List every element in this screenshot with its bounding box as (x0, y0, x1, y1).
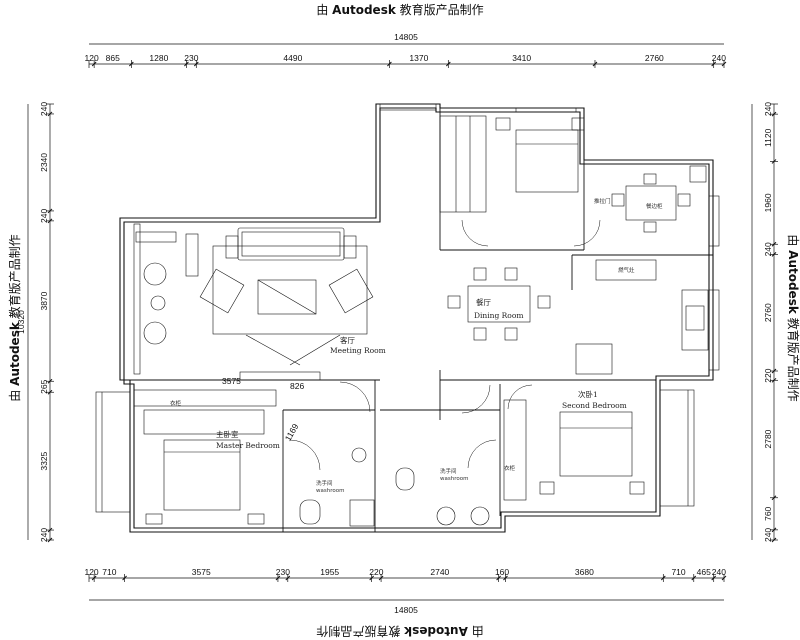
washroom-1-en: washroom (316, 488, 344, 494)
dim-bottom-1: 710 (102, 567, 116, 577)
dim-top-5: 1370 (409, 53, 428, 63)
dim-bottom-10: 465 (697, 567, 711, 577)
dim-top-8: 240 (712, 53, 726, 63)
dim-top-6: 3410 (512, 53, 531, 63)
dim-bottom-5: 220 (369, 567, 383, 577)
bathroom-fixtures (299, 447, 490, 527)
dim-living-span: 3575 (222, 376, 241, 386)
master-bedroom-en: Master Bedroom (216, 441, 280, 450)
dim-diag: 1169 (283, 422, 301, 443)
dim-left-4: 265 (39, 379, 49, 393)
dim-bottom-6: 2740 (430, 567, 449, 577)
dim-right-7: 760 (763, 506, 773, 520)
living-room-furniture (133, 223, 374, 381)
study-furniture (611, 165, 707, 233)
dim-top-4: 4490 (283, 53, 302, 63)
study-label: 餐边柜 (646, 202, 663, 210)
dim-bottom-2: 3575 (192, 567, 211, 577)
washroom-2-en: washroom (440, 476, 468, 482)
dim-right-2: 1960 (763, 193, 773, 212)
dim-closet: 826 (290, 381, 304, 391)
dining-furniture (447, 267, 551, 341)
dim-top-1: 865 (106, 53, 120, 63)
dim-bottom-3: 230 (276, 567, 290, 577)
dim-right-5: 220 (763, 368, 773, 382)
door-swings (289, 219, 601, 471)
dim-left-0: 240 (39, 102, 49, 116)
dim-top-0: 120 (84, 53, 98, 63)
second-bedroom-furniture (503, 399, 645, 501)
dim-top-2: 1280 (149, 53, 168, 63)
dim-left-6: 240 (39, 528, 49, 542)
dim-bottom-7: 160 (495, 567, 509, 577)
dim-right-8: 240 (763, 528, 773, 542)
dim-top-7: 2760 (645, 53, 664, 63)
dim-bottom-0: 120 (84, 567, 98, 577)
dining-room-cn: 餐厅 (476, 298, 491, 307)
dim-left-5: 3325 (39, 451, 49, 470)
dim-right-1: 1120 (763, 128, 773, 147)
washroom-1-label: 洗手间 (316, 479, 333, 487)
washroom-2-label: 洗手间 (440, 467, 457, 475)
third-bedroom-furniture (439, 115, 585, 213)
dim-top-total: 14805 (394, 32, 418, 42)
kitchen-furniture (575, 259, 709, 375)
dim-left-1: 2340 (39, 153, 49, 172)
second-wardrobe-label: 衣柜 (504, 464, 516, 472)
dim-bottom-11: 240 (712, 567, 726, 577)
exterior-walls (119, 103, 714, 533)
second-bedroom-cn: 次卧1 (578, 389, 598, 399)
dim-left-2: 240 (39, 209, 49, 223)
master-wardrobe-label: 衣柜 (170, 399, 182, 407)
watermark-top: 由 Autodesk 教育版产品制作 (316, 3, 484, 17)
dim-right-0: 240 (763, 102, 773, 116)
dim-left-3: 3870 (39, 291, 49, 310)
living-room-cn: 客厅 (340, 335, 355, 345)
dim-left-total: 10320 (16, 310, 26, 334)
dining-room-en: Dining Room (474, 311, 523, 320)
dim-bottom-9: 710 (671, 567, 685, 577)
dim-right-4: 2760 (763, 303, 773, 322)
stove-label: 燃气灶 (618, 266, 635, 274)
master-bedroom-furniture (133, 389, 277, 525)
windows (95, 103, 720, 513)
dim-right-6: 2780 (763, 429, 773, 448)
slide-door-label: 推拉门 (594, 197, 611, 205)
master-bedroom-cn: 主卧室 (216, 429, 239, 439)
dim-right-3: 240 (763, 242, 773, 256)
second-bedroom-en: Second Bedroom (562, 401, 627, 410)
dim-bottom-total: 14805 (394, 605, 418, 615)
dim-bottom-8: 3680 (575, 567, 594, 577)
living-room-en: Meeting Room (330, 346, 386, 355)
interior-walls (130, 108, 713, 532)
dim-top-3: 230 (184, 53, 198, 63)
dim-bottom-4: 1955 (320, 567, 339, 577)
